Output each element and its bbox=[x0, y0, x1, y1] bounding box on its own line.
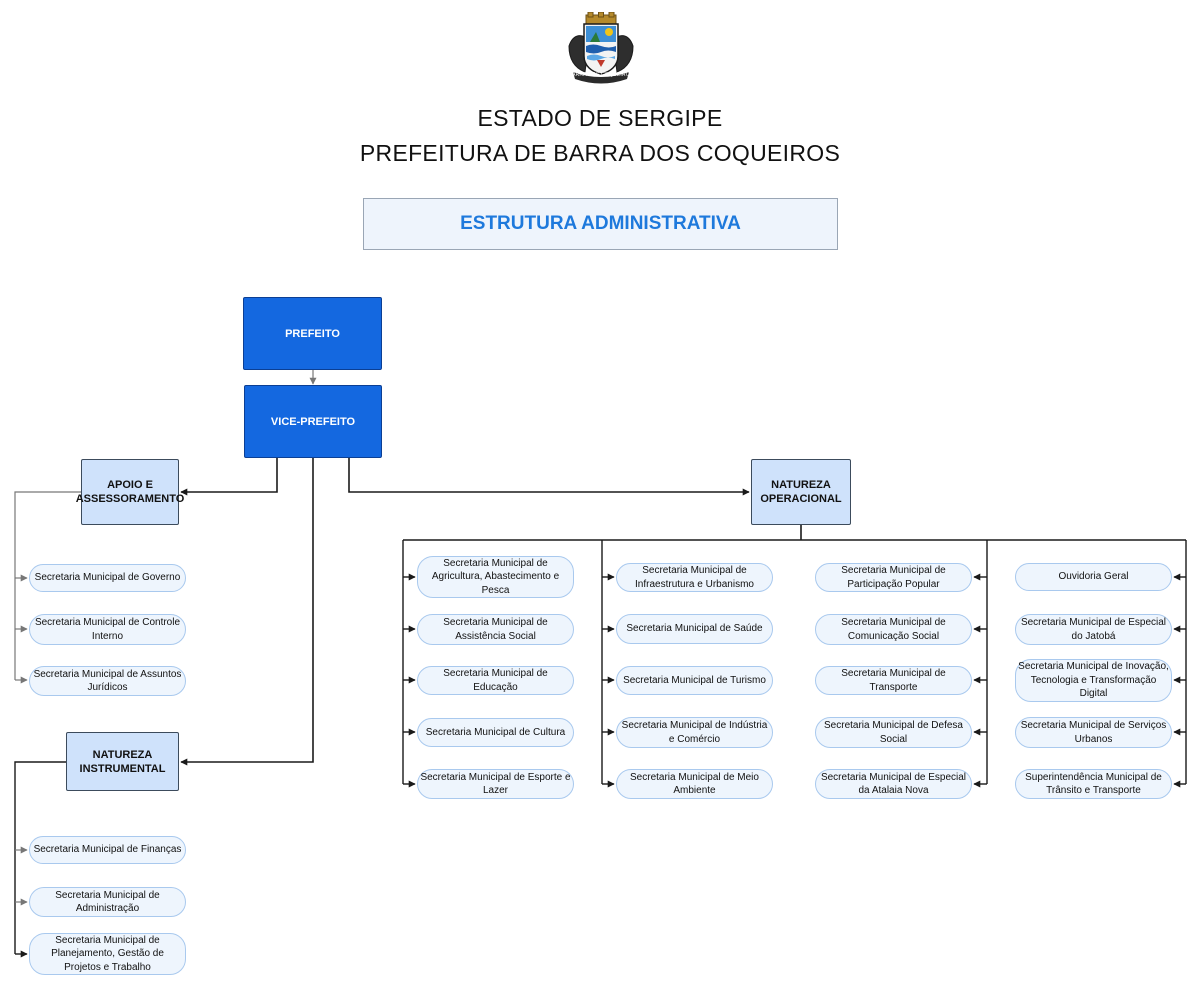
list-item: Secretaria Municipal de Planejamento, Ge… bbox=[29, 933, 186, 975]
list-item: Secretaria Municipal de Meio Ambiente bbox=[616, 769, 773, 799]
connector-vice-instrumental bbox=[180, 458, 314, 766]
connector-vice-apoio bbox=[180, 458, 278, 496]
list-item: Secretaria Municipal de Cultura bbox=[417, 718, 574, 747]
list-item: Secretaria Municipal de Turismo bbox=[616, 666, 773, 695]
list-item: Secretaria Municipal de Infraestrutura e… bbox=[616, 563, 773, 592]
list-item: Secretaria Municipal de Inovação, Tecnol… bbox=[1015, 659, 1172, 702]
list-item: Secretaria Municipal de Esporte e Lazer bbox=[417, 769, 574, 799]
list-item: Secretaria Municipal de Serviços Urbanos bbox=[1015, 717, 1172, 748]
municipality-heading: PREFEITURA DE BARRA DOS COQUEIROS bbox=[359, 140, 841, 166]
list-item: Secretaria Municipal de Assuntos Jurídic… bbox=[29, 666, 186, 696]
vice-prefeito-node: VICE-PREFEITO bbox=[244, 385, 382, 458]
list-item: Secretaria Municipal de Participação Pop… bbox=[815, 563, 972, 592]
list-item: Secretaria Municipal de Administração bbox=[29, 887, 186, 917]
connector-vice-operacional bbox=[348, 458, 750, 496]
operacional-node: NATUREZA OPERACIONAL bbox=[751, 459, 851, 525]
page-title: ESTRUTURA ADMINISTRATIVA bbox=[363, 198, 838, 250]
list-item: Secretaria Municipal de Transporte bbox=[815, 666, 972, 695]
list-item: Secretaria Municipal de Comunicação Soci… bbox=[815, 614, 972, 645]
list-item: Secretaria Municipal de Assistência Soci… bbox=[417, 614, 574, 645]
list-item: Secretaria Municipal de Especial do Jato… bbox=[1015, 614, 1172, 645]
list-item: Secretaria Municipal de Defesa Social bbox=[815, 717, 972, 748]
list-item: Secretaria Municipal de Finanças bbox=[29, 836, 186, 864]
list-item: Superintendência Municipal de Trânsito e… bbox=[1015, 769, 1172, 799]
coat-of-arms-icon bbox=[568, 12, 634, 84]
list-item: Secretaria Municipal de Saúde bbox=[616, 614, 773, 644]
list-item: Secretaria Municipal de Controle Interno bbox=[29, 614, 186, 645]
crest-caption: BARRA DOS COQUEIROS bbox=[568, 72, 634, 78]
prefeito-node: PREFEITO bbox=[243, 297, 382, 370]
list-item: Secretaria Municipal de Governo bbox=[29, 564, 186, 592]
list-item: Secretaria Municipal de Agricultura, Aba… bbox=[417, 556, 574, 598]
state-heading: ESTADO DE SERGIPE bbox=[477, 105, 723, 131]
apoio-node: APOIO E ASSESSORAMENTO bbox=[76, 459, 184, 525]
list-item: Secretaria Municipal de Especial da Atal… bbox=[815, 769, 972, 799]
instrumental-node: NATUREZA INSTRUMENTAL bbox=[66, 732, 179, 791]
list-item: Secretaria Municipal de Indústria e Comé… bbox=[616, 717, 773, 748]
list-item: Secretaria Municipal de Educação bbox=[417, 666, 574, 695]
connector-instrumental-spine bbox=[14, 761, 66, 954]
connector-apoio-spine bbox=[14, 491, 81, 680]
list-item: Ouvidoria Geral bbox=[1015, 563, 1172, 591]
